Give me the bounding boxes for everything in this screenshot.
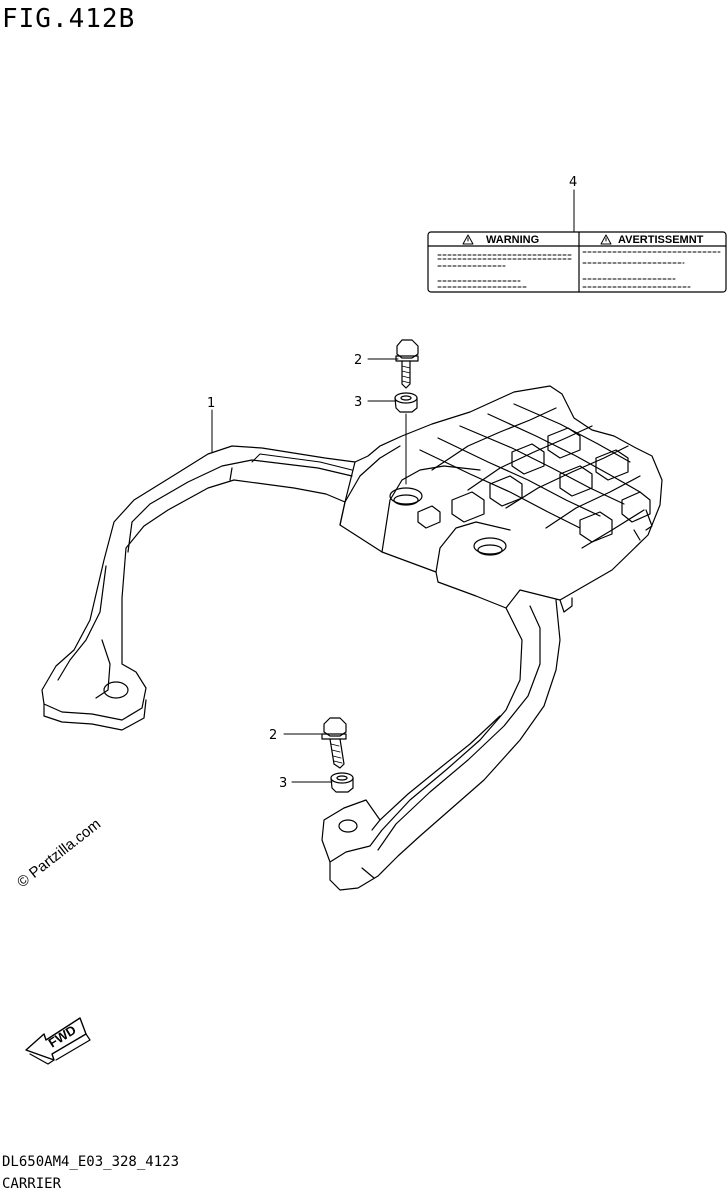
callout-label: 4: [569, 175, 577, 190]
upper-bolt: [395, 339, 419, 389]
upper-washer: [394, 392, 418, 413]
callout-washer-upper: 3: [354, 395, 362, 410]
diagram-code: DL650AM4_E03_328_4123: [2, 1154, 180, 1170]
callout-bolt-upper: 2: [354, 353, 362, 368]
watermark: © Partzilla.com: [14, 816, 104, 892]
callout-bolt-lower: 2: [269, 728, 277, 743]
warning-label: [427, 231, 727, 293]
lower-bolt: [321, 717, 347, 769]
fwd-arrow: [25, 1017, 91, 1065]
carrier-frame: [41, 385, 663, 891]
callout-carrier: 1: [207, 396, 215, 411]
diagram-name: CARRIER: [2, 1176, 62, 1192]
figure-title: FIG.412B: [2, 4, 136, 34]
avertissement-heading: AVERTISSEMNT: [618, 234, 704, 246]
callout-washer-lower: 3: [279, 776, 287, 791]
warning-heading: WARNING: [486, 234, 539, 246]
lower-washer: [330, 772, 354, 793]
fwd-label: FWD: [46, 1022, 79, 1050]
